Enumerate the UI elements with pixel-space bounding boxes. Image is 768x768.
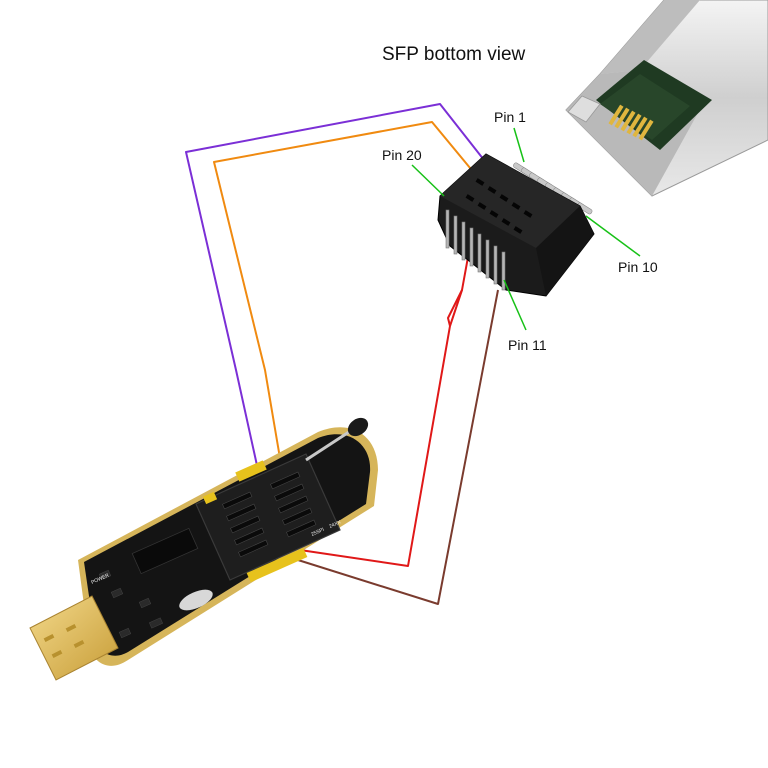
pin-pointers [411, 127, 641, 331]
diagram-title: SFP bottom view [382, 44, 526, 65]
pointer-pin1 [513, 127, 525, 163]
label-pin1: Pin 1 [494, 109, 526, 125]
label-pin10: Pin 10 [618, 259, 658, 275]
mode-24xx-label: 24XX [328, 519, 342, 530]
zif-lever [305, 417, 369, 462]
pin-adapter [437, 153, 595, 297]
smd-components [98, 569, 164, 639]
wire-red-dogleg [447, 289, 463, 327]
crystal [179, 589, 213, 611]
adapter-bottom-pins [445, 209, 506, 291]
pointer-pin11 [503, 279, 527, 331]
main-chip [131, 527, 199, 575]
zif-socket [195, 453, 341, 581]
usb-plug [29, 595, 119, 681]
mode-25spi-label: 25SPI [310, 527, 325, 538]
sfp-gold-contacts [608, 104, 654, 141]
wire-brown [297, 289, 499, 605]
label-pin11: Pin 11 [508, 337, 547, 353]
pointer-pin10 [585, 215, 641, 257]
adapter-top-pins [513, 162, 593, 215]
usb-programmer: POWER 25SPI 24XX [29, 417, 378, 681]
adapter-slots [465, 178, 533, 234]
pin-header-upper [202, 460, 267, 505]
sfp-module [565, 0, 768, 197]
pin-header-lower [246, 547, 308, 583]
pointer-pin20 [411, 164, 445, 197]
label-pin20: Pin 20 [382, 147, 422, 163]
